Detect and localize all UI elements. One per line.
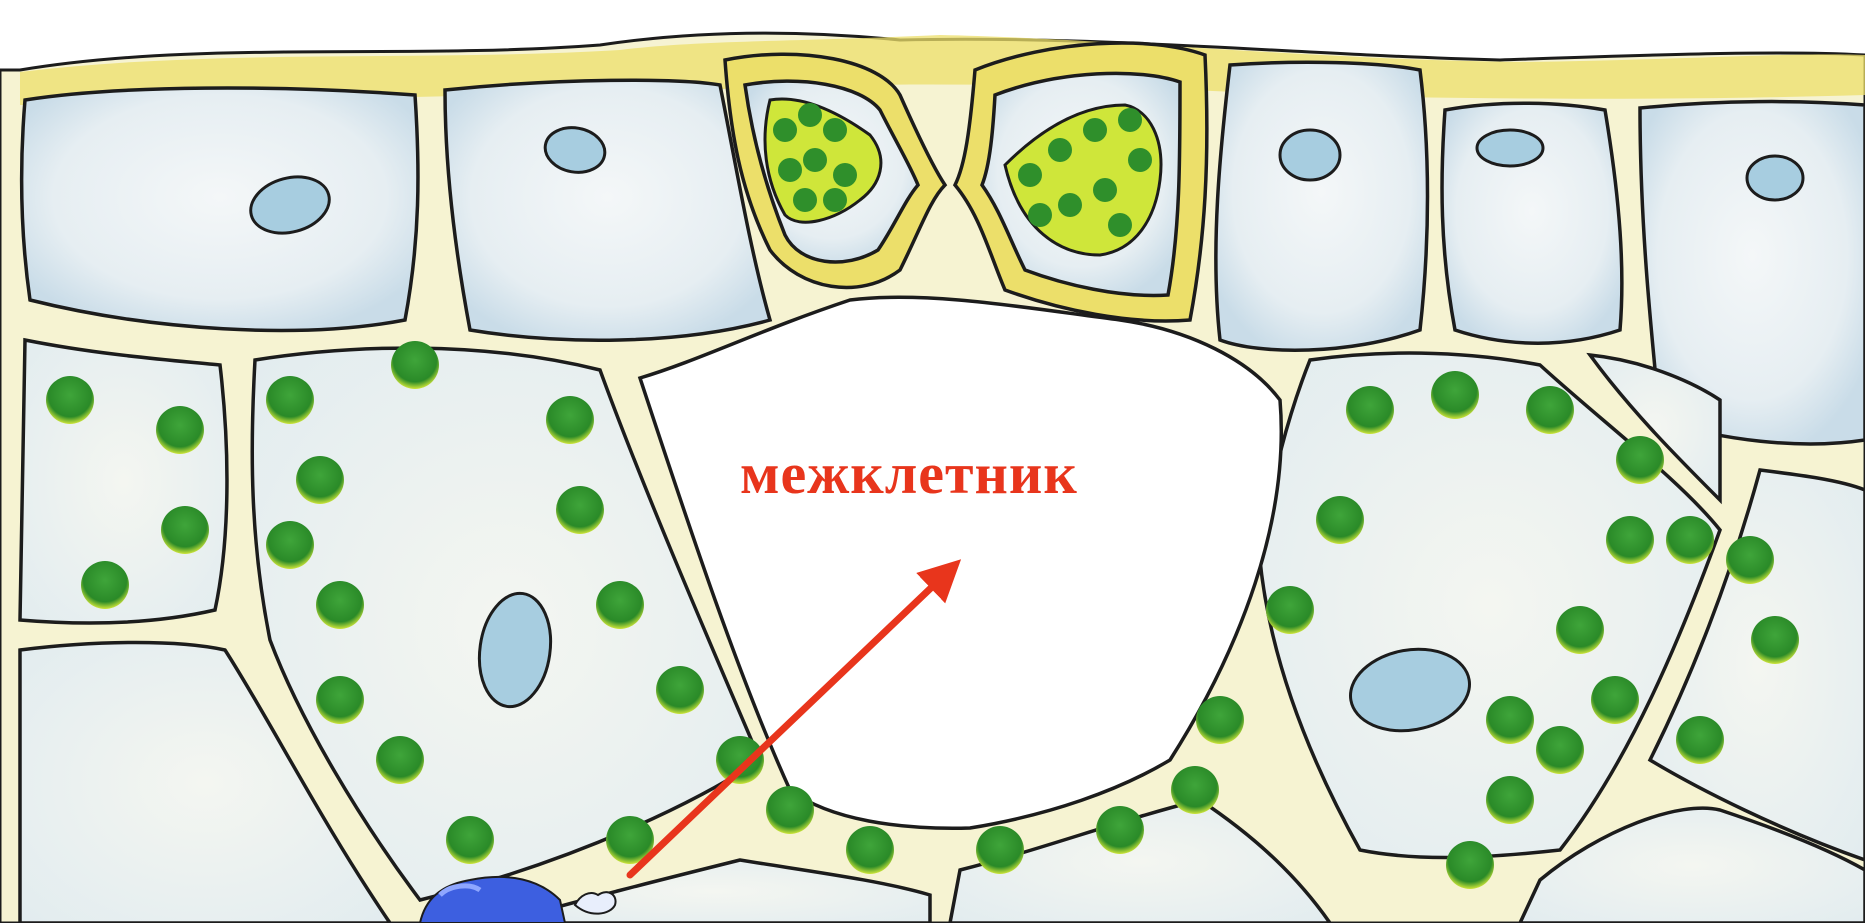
guard-chloroplast [833, 163, 857, 187]
chloroplast [1486, 696, 1534, 744]
guard-chloroplast [1048, 138, 1072, 162]
chloroplast [161, 506, 209, 554]
chloroplast [1196, 696, 1244, 744]
guard-chloroplast [1093, 178, 1117, 202]
chloroplast [976, 826, 1024, 874]
chloroplast [1591, 676, 1639, 724]
chloroplast [1266, 586, 1314, 634]
guard-chloroplast [1128, 148, 1152, 172]
guard-chloroplast [823, 118, 847, 142]
chloroplast [846, 826, 894, 874]
chloroplast [1346, 386, 1394, 434]
guard-chloroplast [793, 188, 817, 212]
chloroplast [1726, 536, 1774, 584]
chloroplast [391, 341, 439, 389]
chloroplast [546, 396, 594, 444]
epidermal-cell [1216, 62, 1428, 350]
chloroplast [156, 406, 204, 454]
chloroplast [1096, 806, 1144, 854]
chloroplast [296, 456, 344, 504]
guard-chloroplast [1058, 193, 1082, 217]
intercellular-space-label: межклетник [740, 440, 1078, 507]
vacuole [1477, 130, 1543, 166]
chloroplast [81, 561, 129, 609]
guard-chloroplast [798, 103, 822, 127]
chloroplast [1526, 386, 1574, 434]
chloroplast [596, 581, 644, 629]
chloroplast [316, 676, 364, 724]
epidermal-cell [445, 80, 770, 340]
chloroplast [266, 521, 314, 569]
guard-chloroplast [778, 158, 802, 182]
chloroplast [266, 376, 314, 424]
vacuole [1280, 130, 1340, 180]
chloroplast [316, 581, 364, 629]
guard-chloroplast [1108, 213, 1132, 237]
chloroplast [766, 786, 814, 834]
guard-chloroplast [1118, 108, 1142, 132]
chloroplast [1171, 766, 1219, 814]
chloroplast [1556, 606, 1604, 654]
chloroplast [1431, 371, 1479, 419]
chloroplast [1486, 776, 1534, 824]
chloroplast [1606, 516, 1654, 564]
guard-chloroplast [1018, 163, 1042, 187]
chloroplast [1676, 716, 1724, 764]
chloroplast [46, 376, 94, 424]
chloroplast [1751, 616, 1799, 664]
chloroplast [1446, 841, 1494, 889]
chloroplast [376, 736, 424, 784]
chloroplast [1316, 496, 1364, 544]
chloroplast [556, 486, 604, 534]
chloroplast [716, 736, 764, 784]
guard-chloroplast [773, 118, 797, 142]
chloroplast [1616, 436, 1664, 484]
chloroplast [1536, 726, 1584, 774]
chloroplast [1666, 516, 1714, 564]
epidermal-cell [22, 88, 418, 330]
guard-chloroplast [1083, 118, 1107, 142]
guard-chloroplast [1028, 203, 1052, 227]
guard-chloroplast [803, 148, 827, 172]
chloroplast [446, 816, 494, 864]
vacuole [1747, 156, 1803, 200]
guard-chloroplast [823, 188, 847, 212]
chloroplast [656, 666, 704, 714]
